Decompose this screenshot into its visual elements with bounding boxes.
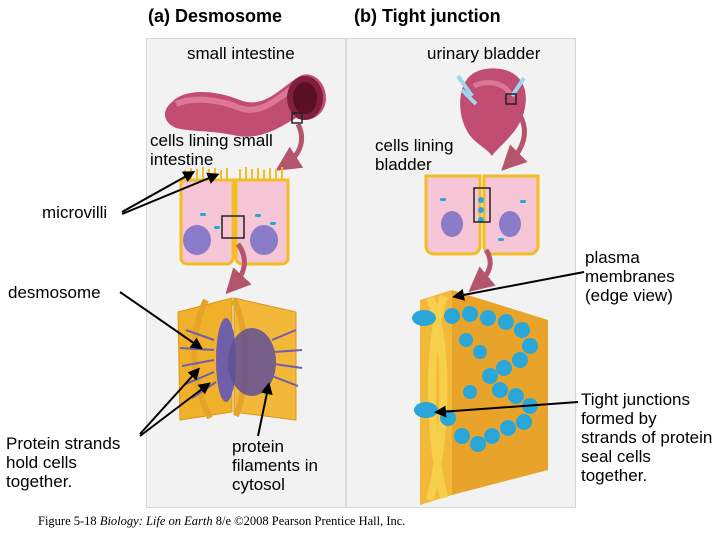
protein-filaments-label: protein filaments in cytosol: [232, 437, 318, 494]
urinary-bladder-label: urinary bladder: [427, 44, 541, 63]
protein-strands-pointer-2: [139, 382, 211, 437]
caption-figure-number: Figure 5-18: [38, 514, 97, 528]
small-intestine-label: small intestine: [187, 44, 295, 63]
panel-b-title: (b) Tight junction: [354, 6, 501, 26]
microvilli-pointer-2: [121, 172, 220, 215]
plasma-membranes-label: plasma membranes (edge view): [585, 248, 675, 305]
intestine-cells-drawing: [179, 167, 290, 266]
desmosome-label: desmosome: [8, 283, 101, 302]
plasma-membranes-pointer: [452, 271, 585, 301]
bladder-cells-drawing: [424, 174, 540, 256]
tight-junction-detail-drawing: [412, 290, 548, 505]
cells-lining-intestine-label: cells lining small intestine: [150, 131, 273, 169]
microvilli-label: microvilli: [42, 203, 108, 222]
panel-a-title: (a) Desmosome: [148, 6, 283, 26]
microvilli-pointer-1: [121, 171, 196, 213]
desmosome-pointer: [119, 291, 203, 350]
protein-filaments-pointer: [257, 382, 273, 437]
caption-copyright: 8/e ©2008 Pearson Prentice Hall, Inc.: [215, 514, 406, 528]
panel-a-zoom-arrow-1: [275, 122, 304, 171]
panel-a-zoom-arrow-2: [225, 242, 252, 295]
small-intestine-drawing: [164, 74, 326, 137]
panel-b-zoom-arrow-1: [501, 110, 528, 171]
panel-b-zoom-arrow-2: [468, 248, 496, 293]
desmosome-detail-drawing: [177, 297, 303, 421]
caption-book-title: Biology: Life on Earth: [99, 514, 213, 528]
cells-lining-bladder-label: cells lining bladder: [375, 136, 454, 174]
tight-junctions-pointer: [434, 401, 579, 418]
tight-junctions-label: Tight junctions formed by strands of pro…: [581, 390, 713, 485]
figure-caption: Figure 5-18 Biology: Life on Earth 8/e ©…: [38, 514, 405, 529]
protein-strands-label: Protein strands hold cells together.: [6, 434, 121, 491]
urinary-bladder-drawing: [456, 68, 526, 156]
protein-strands-pointer-1: [139, 367, 201, 435]
